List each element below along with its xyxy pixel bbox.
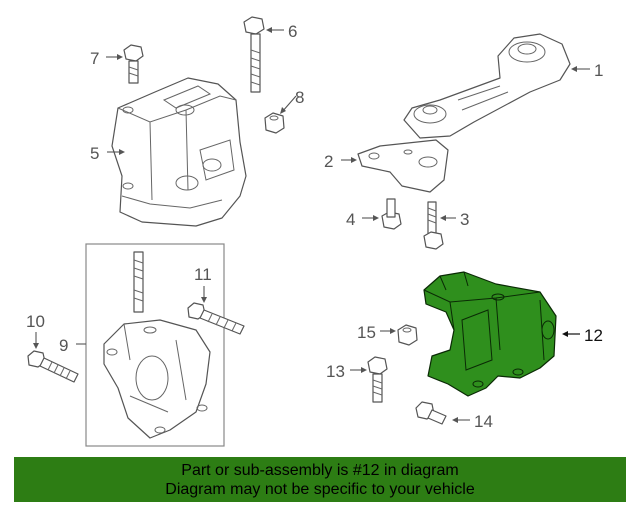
callout-13: 13 — [326, 362, 345, 381]
part-2-bracket-plate[interactable] — [357, 139, 449, 193]
part-7-bolt[interactable] — [123, 44, 144, 84]
banner-line-2: Diagram may not be specific to your vehi… — [165, 481, 475, 498]
part-15-nut[interactable] — [397, 324, 418, 346]
callout-3: 3 — [460, 210, 469, 229]
callout-5: 5 — [90, 144, 99, 163]
part-9-group-box — [85, 243, 225, 447]
leader-8 — [281, 95, 297, 113]
part-13-bolt[interactable] — [367, 356, 388, 403]
part-9-bracket[interactable] — [103, 319, 211, 439]
part-6-bolt[interactable] — [243, 16, 265, 93]
part-10-bolt[interactable] — [27, 350, 79, 383]
callout-10: 10 — [26, 312, 45, 331]
callout-9: 9 — [59, 336, 68, 355]
callout-15: 15 — [357, 323, 376, 342]
banner-line-1: Part or sub-assembly is #12 in diagram — [181, 462, 459, 479]
callout-6: 6 — [288, 22, 297, 41]
part-5-mount-bracket[interactable] — [111, 77, 247, 227]
part-1-torque-arm[interactable] — [403, 33, 571, 139]
part-14-bolt[interactable] — [415, 401, 447, 425]
part-4-bolt[interactable] — [381, 198, 402, 230]
callout-8: 8 — [295, 88, 304, 107]
parts-diagram: 6 7 8 5 1 — [26, 16, 603, 447]
callout-14: 14 — [474, 412, 493, 431]
part-11-bolt[interactable] — [187, 302, 245, 335]
callout-12: 12 — [584, 326, 603, 345]
callout-2: 2 — [324, 152, 333, 171]
part-8-nut[interactable] — [264, 112, 285, 134]
callout-7: 7 — [90, 49, 99, 68]
part-9-stud[interactable] — [133, 251, 144, 313]
callout-4: 4 — [346, 210, 355, 229]
callout-11: 11 — [194, 265, 212, 284]
part-12-engine-mount-highlighted[interactable] — [423, 271, 557, 397]
part-3-bolt[interactable] — [423, 201, 444, 250]
info-banner: Part or sub-assembly is #12 in diagram D… — [14, 457, 626, 502]
callout-1: 1 — [594, 61, 603, 80]
